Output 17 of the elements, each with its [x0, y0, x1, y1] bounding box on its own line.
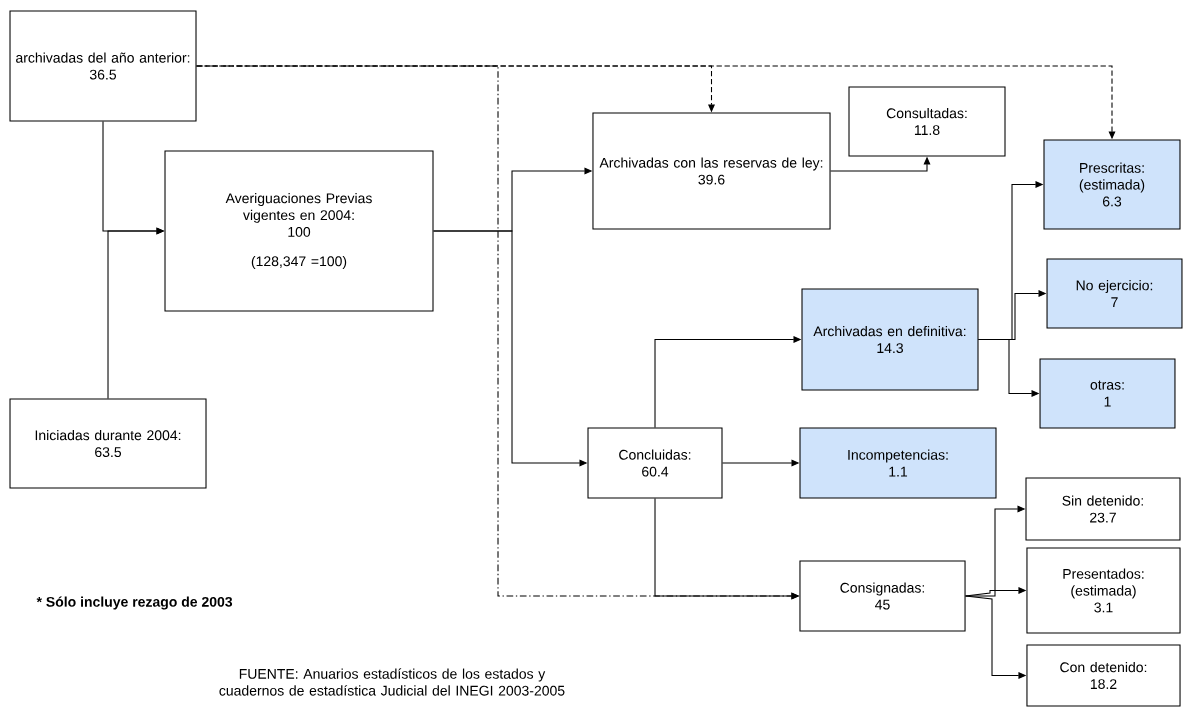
process-box: No ejercicio: 7	[1046, 258, 1183, 329]
process-box: Sin detenido: 23.7	[1025, 477, 1181, 541]
process-box: Consignadas: 45	[799, 560, 966, 632]
source-note: FUENTE: Anuarios estadísticos de los estados y cuadernos de estadística Judicial del INEGI 2003-2005	[219, 668, 565, 696]
process-box: Prescritas: (estimada) 6.3	[1043, 139, 1181, 230]
process-box: Concluidas: 60.4	[587, 427, 723, 499]
footnote: * Sólo incluye rezago de 2003	[36, 596, 233, 610]
process-box: Con detenido: 18.2	[1026, 644, 1181, 707]
process-box: Consultadas: 11.8	[848, 86, 1006, 157]
process-box: Incompetencias: 1.1	[799, 427, 997, 499]
process-box: Archivadas con las reservas de ley: 39.6	[592, 112, 831, 230]
process-box: archivadas del año anterior: 36.5	[9, 10, 197, 122]
process-box: Iniciadas durante 2004: 63.5	[9, 398, 207, 489]
process-box: Presentados: (estimada) 3.1	[1026, 547, 1181, 634]
process-box: otras: 1	[1039, 358, 1176, 429]
process-box: Averiguaciones Previas vigentes en 2004: 100 (128,347 =100)	[164, 150, 434, 312]
process-box: Archivadas en definitiva: 14.3	[801, 288, 979, 391]
